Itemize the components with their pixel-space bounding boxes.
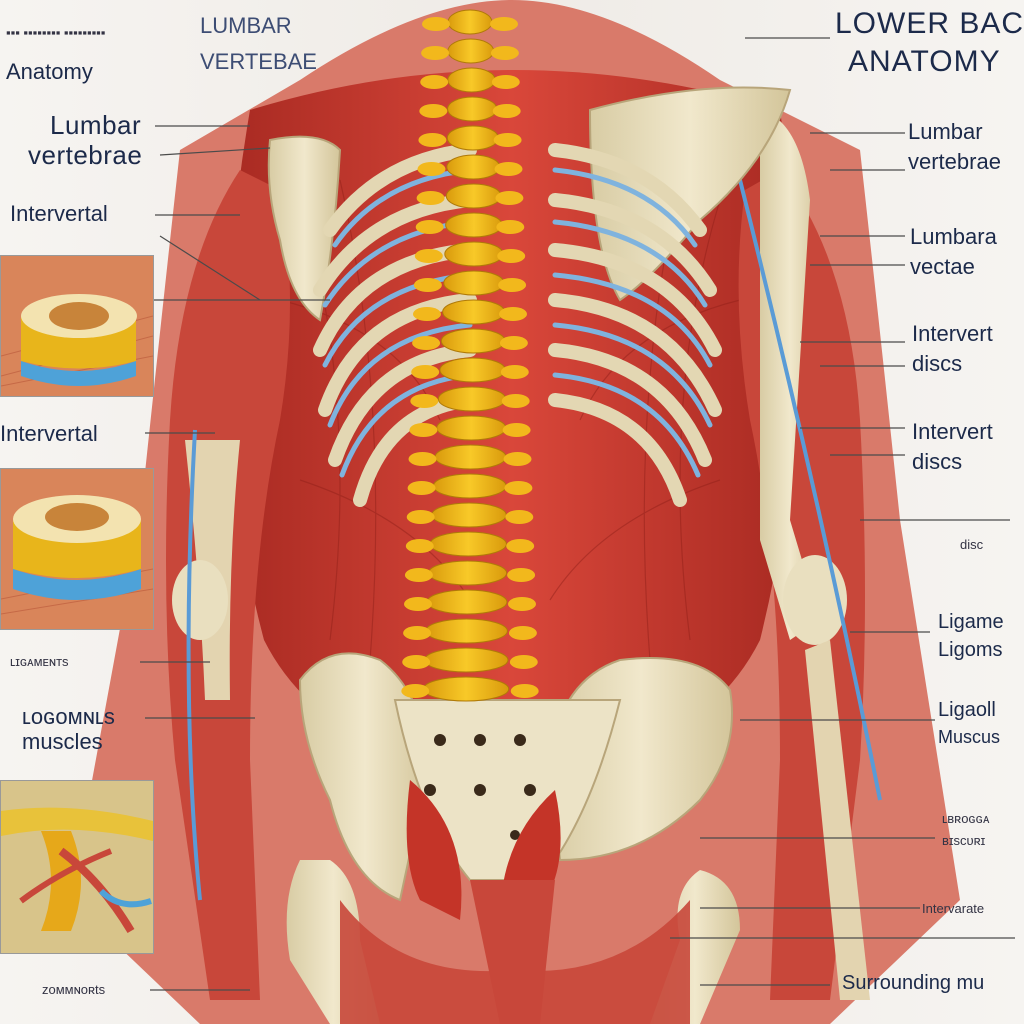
- right-label-ligament-a2: Ligoms: [938, 639, 1003, 661]
- left-label-vertebrae: vertebrae: [28, 140, 143, 170]
- right-label-ligament-a1: Ligame: [938, 611, 1004, 633]
- left-label-intervertal-b: Intervertal: [0, 421, 98, 446]
- right-label-lumbar-b1: Lumbara: [910, 224, 997, 249]
- left-scapula: [267, 135, 342, 322]
- vertebra: [419, 96, 521, 122]
- left-label-ligaments: ʟɪɢᴀᴍᴇɴᴛs: [10, 654, 69, 669]
- left-label-lumbar: Lumbar: [50, 110, 142, 140]
- vertebra: [412, 328, 528, 354]
- left-label-bottom: zoᴍᴍɴoʀts: [42, 982, 106, 997]
- vertebra: [422, 9, 518, 35]
- vertebra: [416, 183, 524, 209]
- spine: [401, 9, 539, 702]
- page-title-line2: ANATOMY: [848, 45, 1001, 78]
- vertebra: [401, 676, 539, 702]
- right-label-muscles-small-1: ʟʙʀoɢɢᴀ: [942, 811, 990, 826]
- vertebra: [402, 647, 538, 673]
- disc-inset-panel-2: [0, 468, 154, 630]
- vertebra: [421, 38, 519, 64]
- ligament-inset-panel: [0, 780, 154, 954]
- left-label-muscles-b: muscles: [22, 729, 103, 754]
- vertebra: [413, 270, 527, 296]
- right-label-lumbar-a2: vertebrae: [908, 149, 1001, 174]
- right-label-lumbar-a1: Lumbar: [908, 119, 983, 144]
- vertebra: [415, 212, 525, 238]
- vertebra: [418, 125, 522, 151]
- topleft-scribble: ▪▪▪ ▪▪▪▪▪▪▪▪ ▪▪▪▪▪▪▪▪▪: [6, 25, 106, 40]
- right-label-intervert-a1: Intervert: [912, 321, 993, 346]
- vertebra: [406, 502, 534, 528]
- topleft-anatomy-label: Anatomy: [6, 59, 93, 84]
- right-label-ligament-b2: Muscus: [938, 727, 1001, 747]
- page-title-line1: LOWER BAC: [835, 7, 1024, 40]
- left-label-muscles-a: ʟᴏɢᴏᴍɴʟs: [22, 704, 115, 729]
- left-arm: [166, 170, 290, 1000]
- vertebra: [413, 299, 527, 325]
- vertebra: [403, 618, 537, 644]
- disc-inset-panel-1: [0, 255, 154, 397]
- right-label-intervert-b1: Intervert: [912, 419, 993, 444]
- right-label-disc: disc: [960, 537, 984, 552]
- vertebra: [404, 560, 536, 586]
- right-label-intervarate: Intervarate: [922, 901, 985, 916]
- vertebra: [417, 154, 523, 180]
- right-label-surrounding: Surrounding mu: [842, 972, 985, 994]
- pelvis: [286, 652, 740, 1024]
- right-label-intervert-b2: discs: [912, 449, 963, 474]
- top-center-label-line1: LUMBAR: [200, 13, 292, 38]
- right-label-muscles-small-2: ʙɪsᴄᴜʀɪ: [942, 833, 986, 848]
- right-label-ligament-b1: Ligaoll: [938, 699, 996, 721]
- right-label-lumbar-b2: vectae: [910, 254, 975, 279]
- vertebra: [404, 589, 536, 615]
- vertebra: [408, 444, 532, 470]
- vertebra: [414, 241, 526, 267]
- right-arm: [738, 110, 882, 1000]
- vertebra: [407, 473, 533, 499]
- leader-lines: [140, 37, 1015, 991]
- right-label-intervert-a2: discs: [912, 351, 963, 376]
- left-label-intervertal-a: Intervertal: [10, 201, 108, 226]
- vertebra: [410, 386, 530, 412]
- vertebra: [420, 67, 520, 93]
- vertebra: [409, 415, 531, 441]
- vertebra: [405, 531, 535, 557]
- vertebra: [411, 357, 529, 383]
- top-center-label-line2: VERTEBAE: [200, 49, 317, 74]
